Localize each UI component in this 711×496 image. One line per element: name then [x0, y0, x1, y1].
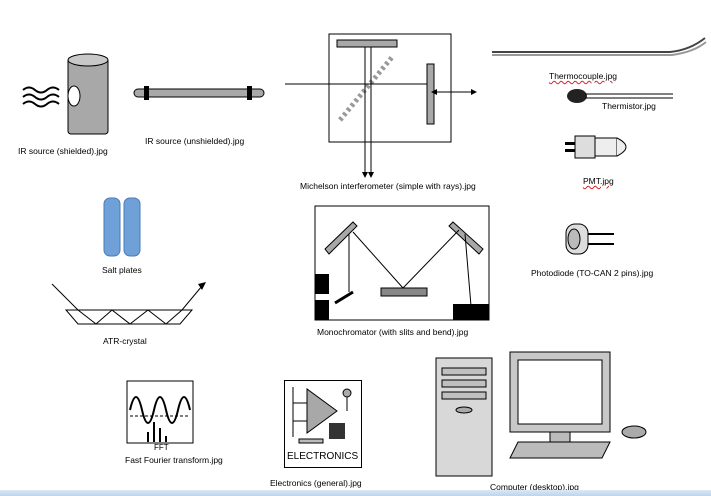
monochromator-image[interactable] — [313, 204, 493, 324]
ir-source-unshielded-image[interactable] — [132, 84, 267, 104]
fft-image[interactable]: FFT — [126, 380, 194, 460]
electronics-image[interactable]: ELECTRONICS — [284, 380, 362, 468]
electronics-caption: Electronics (general).jpg — [270, 478, 362, 488]
thermistor-image[interactable] — [565, 86, 675, 106]
atr-crystal-image[interactable] — [50, 280, 210, 330]
photodiode-caption: Photodiode (TO-CAN 2 pins).jpg — [531, 268, 654, 278]
salt-plates-caption: Salt plates — [102, 265, 142, 275]
ir-source-unshielded-caption: IR source (unshielded).jpg — [145, 136, 245, 146]
michelson-interferometer-caption: Michelson interferometer (simple with ra… — [300, 181, 476, 191]
pmt-caption: PMT.jpg — [583, 176, 614, 186]
michelson-interferometer-image[interactable] — [285, 32, 485, 182]
photodiode-image[interactable] — [562, 220, 617, 260]
bottom-bar — [0, 490, 711, 496]
salt-plates-image[interactable] — [102, 196, 147, 258]
monochromator-caption: Monochromator (with slits and bend).jpg — [317, 327, 469, 337]
ir-source-shielded-image[interactable] — [20, 50, 120, 140]
electronics-label: ELECTRONICS — [287, 451, 359, 462]
fft-label: FFT — [154, 443, 169, 452]
atr-crystal-caption: ATR-crystal — [103, 336, 147, 346]
thermistor-caption: Thermistor.jpg — [602, 101, 656, 111]
ir-source-shielded-caption: IR source (shielded).jpg — [18, 146, 108, 156]
thermocouple-caption: Thermocouple.jpg — [549, 71, 618, 81]
fft-caption: Fast Fourier transform.jpg — [125, 455, 223, 465]
thermocouple-image[interactable] — [490, 36, 710, 60]
pmt-image[interactable] — [563, 130, 638, 166]
computer-desktop-image[interactable] — [434, 348, 654, 478]
computer-desktop-caption: Computer (desktop).jpg — [490, 482, 579, 492]
